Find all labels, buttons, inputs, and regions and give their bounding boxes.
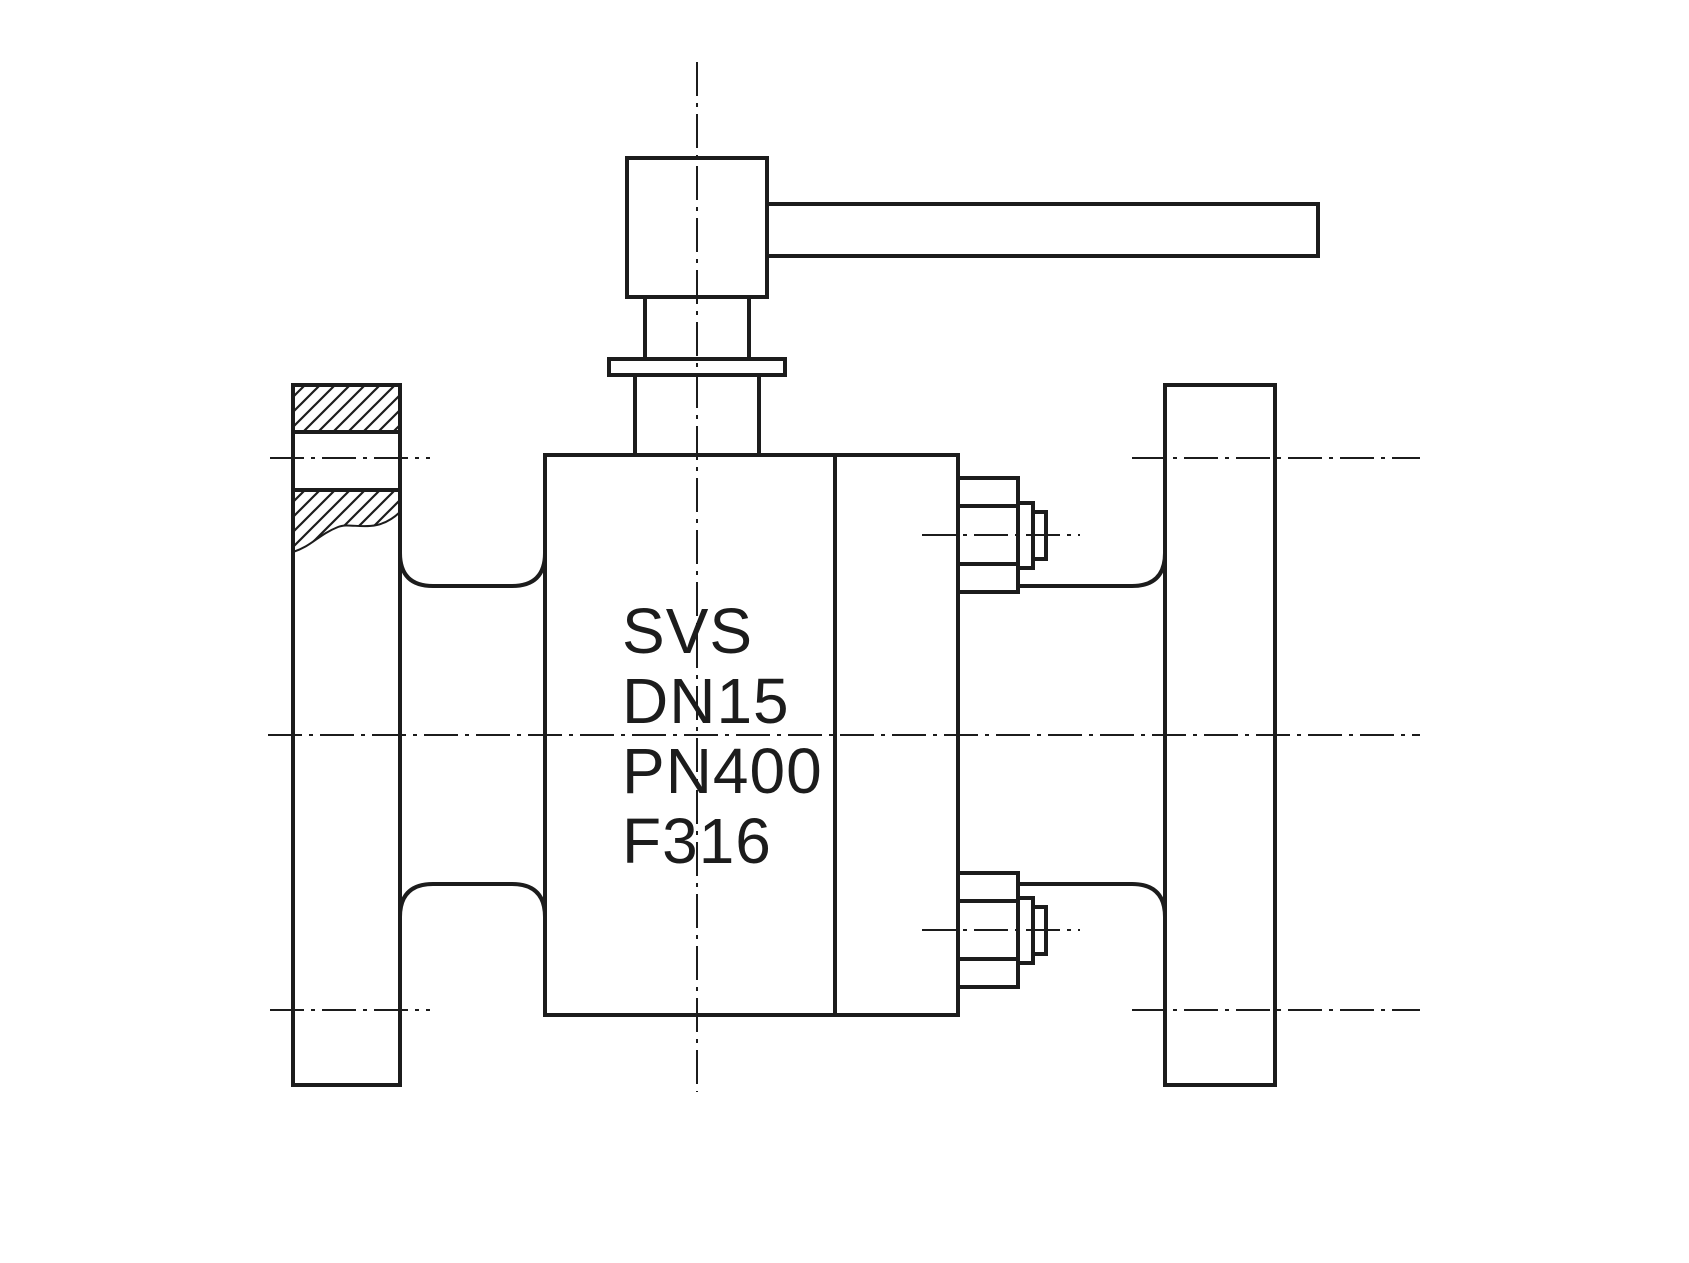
marking-brand: SVS xyxy=(622,595,753,667)
left-flange-broken-section-hatch xyxy=(293,490,400,552)
left-neck-bottom xyxy=(398,882,547,918)
marking-pressure: PN400 xyxy=(622,735,823,807)
valve-markings: SVS DN15 PN400 F316 xyxy=(622,595,823,877)
right-flange xyxy=(1163,383,1277,1087)
body-bolt-bottom xyxy=(922,871,1080,989)
valve-body xyxy=(543,453,960,1017)
left-neck-top xyxy=(398,552,547,588)
marking-material: F316 xyxy=(622,805,772,877)
left-flange-hatch-top-band xyxy=(293,385,400,432)
marking-size: DN15 xyxy=(622,665,790,737)
handle-lever xyxy=(765,202,1320,258)
left-flange-break-line xyxy=(292,511,401,553)
body-bolt-top xyxy=(922,476,1080,594)
